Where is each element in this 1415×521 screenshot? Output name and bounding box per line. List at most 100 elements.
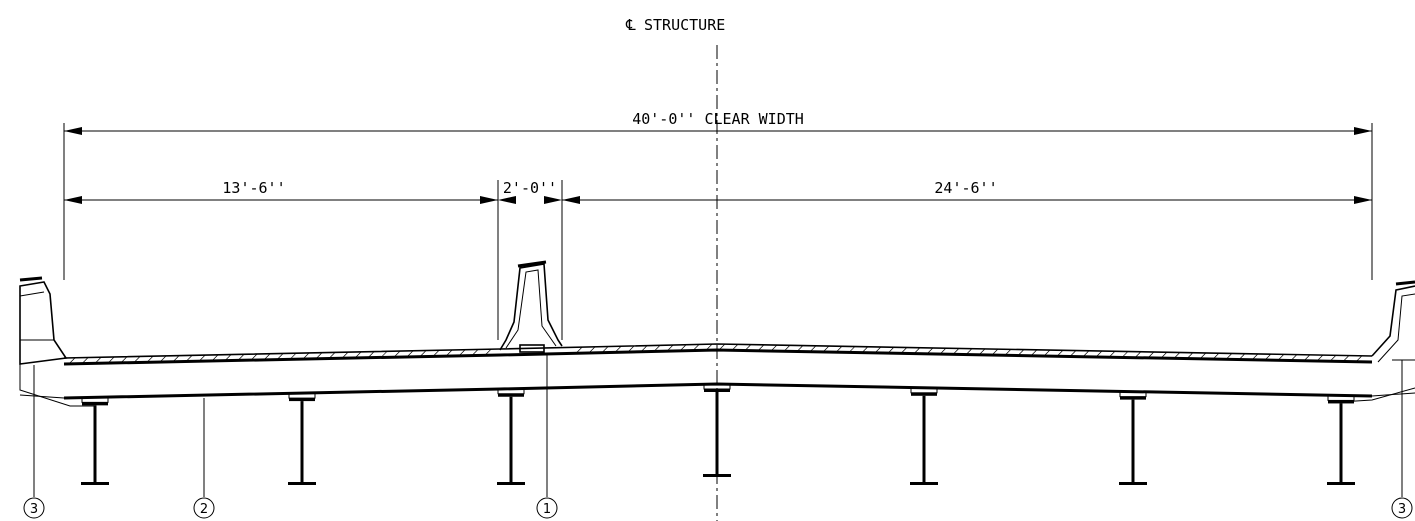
dim-arrow xyxy=(64,196,82,204)
hatch-line xyxy=(238,354,245,360)
web xyxy=(93,405,97,482)
bottom-flange xyxy=(1327,482,1355,485)
hatch-line xyxy=(966,348,973,354)
dim-arrow xyxy=(1354,196,1372,204)
hatch-line xyxy=(914,347,921,353)
hatch-line xyxy=(394,350,401,357)
hatch-line xyxy=(355,351,362,358)
hatch-line xyxy=(1057,349,1064,356)
hatch-line xyxy=(1161,351,1168,358)
steel-girder xyxy=(497,393,525,485)
hatch-line xyxy=(147,356,154,362)
hatch-line xyxy=(979,348,986,355)
hatch-line xyxy=(836,345,843,352)
hatch-line xyxy=(316,352,323,359)
hatch-line xyxy=(95,357,102,363)
dim-arrow-left xyxy=(64,127,82,135)
steel-girder xyxy=(288,398,316,485)
hatch-line xyxy=(303,352,310,359)
hatch-line xyxy=(680,344,687,351)
callout-left-barrier: 3 xyxy=(23,365,45,519)
hatch-line xyxy=(420,350,427,356)
hatch-line xyxy=(381,351,388,357)
hatch-line xyxy=(1356,355,1363,361)
hatch-line xyxy=(121,356,128,363)
hatch-line xyxy=(1213,352,1220,359)
hatch-line xyxy=(82,357,89,363)
hatch-line xyxy=(1291,354,1298,360)
hatch-line xyxy=(784,344,791,351)
hatch-line xyxy=(1239,353,1246,359)
hatch-line xyxy=(953,348,960,354)
bottom-flange xyxy=(703,474,731,477)
hatch-line xyxy=(1018,349,1025,355)
hatch-line xyxy=(160,355,167,362)
top-flange xyxy=(911,392,937,396)
hatch-line xyxy=(1265,353,1272,360)
bottom-flange xyxy=(910,482,938,485)
hatch-line xyxy=(264,353,271,360)
left-lane-dimension: 13'-6'' xyxy=(222,179,285,197)
right-lane-dimension: 24'-6'' xyxy=(934,179,997,197)
top-flange xyxy=(1328,400,1354,404)
hatch-line xyxy=(1070,350,1077,356)
hatch-line xyxy=(1135,351,1142,357)
hatch-line xyxy=(875,346,882,353)
hatch-line xyxy=(1252,353,1259,360)
hatch-line xyxy=(108,356,115,363)
dim-arrow xyxy=(498,196,516,204)
hatch-line xyxy=(1343,355,1350,361)
hatch-line xyxy=(186,355,193,361)
callout-bubble xyxy=(193,497,215,519)
hatch-line xyxy=(1044,349,1051,356)
steel-girder xyxy=(703,389,731,477)
hatch-line xyxy=(810,345,817,351)
hatch-line xyxy=(69,357,76,364)
hatch-line xyxy=(173,355,180,361)
hatch-line xyxy=(602,346,609,352)
hatch-line xyxy=(1109,350,1116,357)
web xyxy=(1339,403,1343,482)
hatch-line xyxy=(251,353,258,360)
hatch-line xyxy=(329,352,336,358)
callout-bubble xyxy=(1391,497,1413,519)
web xyxy=(1131,399,1135,482)
hatch-line xyxy=(1122,351,1129,357)
right-barrier xyxy=(1371,280,1415,363)
hatch-line xyxy=(1278,354,1285,360)
hatch-line xyxy=(134,356,141,362)
hatch-line xyxy=(1304,354,1311,361)
web xyxy=(300,401,304,482)
hatch-line xyxy=(1031,349,1038,356)
bottom-flange xyxy=(288,482,316,485)
dim-arrow xyxy=(480,196,498,204)
top-flange xyxy=(498,393,524,397)
hatch-line xyxy=(199,354,206,361)
left-barrier xyxy=(19,276,68,390)
hatch-line xyxy=(706,343,713,350)
hatch-line xyxy=(1330,355,1337,361)
hatch-line xyxy=(888,346,895,353)
web xyxy=(922,395,926,482)
hatch-line xyxy=(290,353,297,359)
hatch-line xyxy=(589,346,596,353)
callout-bubble xyxy=(23,497,45,519)
median-dimension: 2'-0'' xyxy=(503,179,557,197)
hatch-line xyxy=(992,348,999,355)
hatch-line xyxy=(823,345,830,352)
hatch-line xyxy=(719,343,726,350)
hatch-line xyxy=(1083,350,1090,356)
hatch-line xyxy=(407,350,414,357)
steel-girder xyxy=(1327,400,1355,485)
hatch-line xyxy=(862,346,869,352)
callout-bubble xyxy=(536,497,558,519)
dim-arrow-right xyxy=(1354,127,1372,135)
hatch-line xyxy=(459,349,466,356)
hatch-line xyxy=(1200,352,1207,359)
hatch-line xyxy=(1226,353,1233,359)
girders xyxy=(81,389,1355,485)
hatch-line xyxy=(641,345,648,351)
callout-right-barrier: 3 xyxy=(1391,360,1413,519)
hatch-line xyxy=(1005,349,1012,355)
